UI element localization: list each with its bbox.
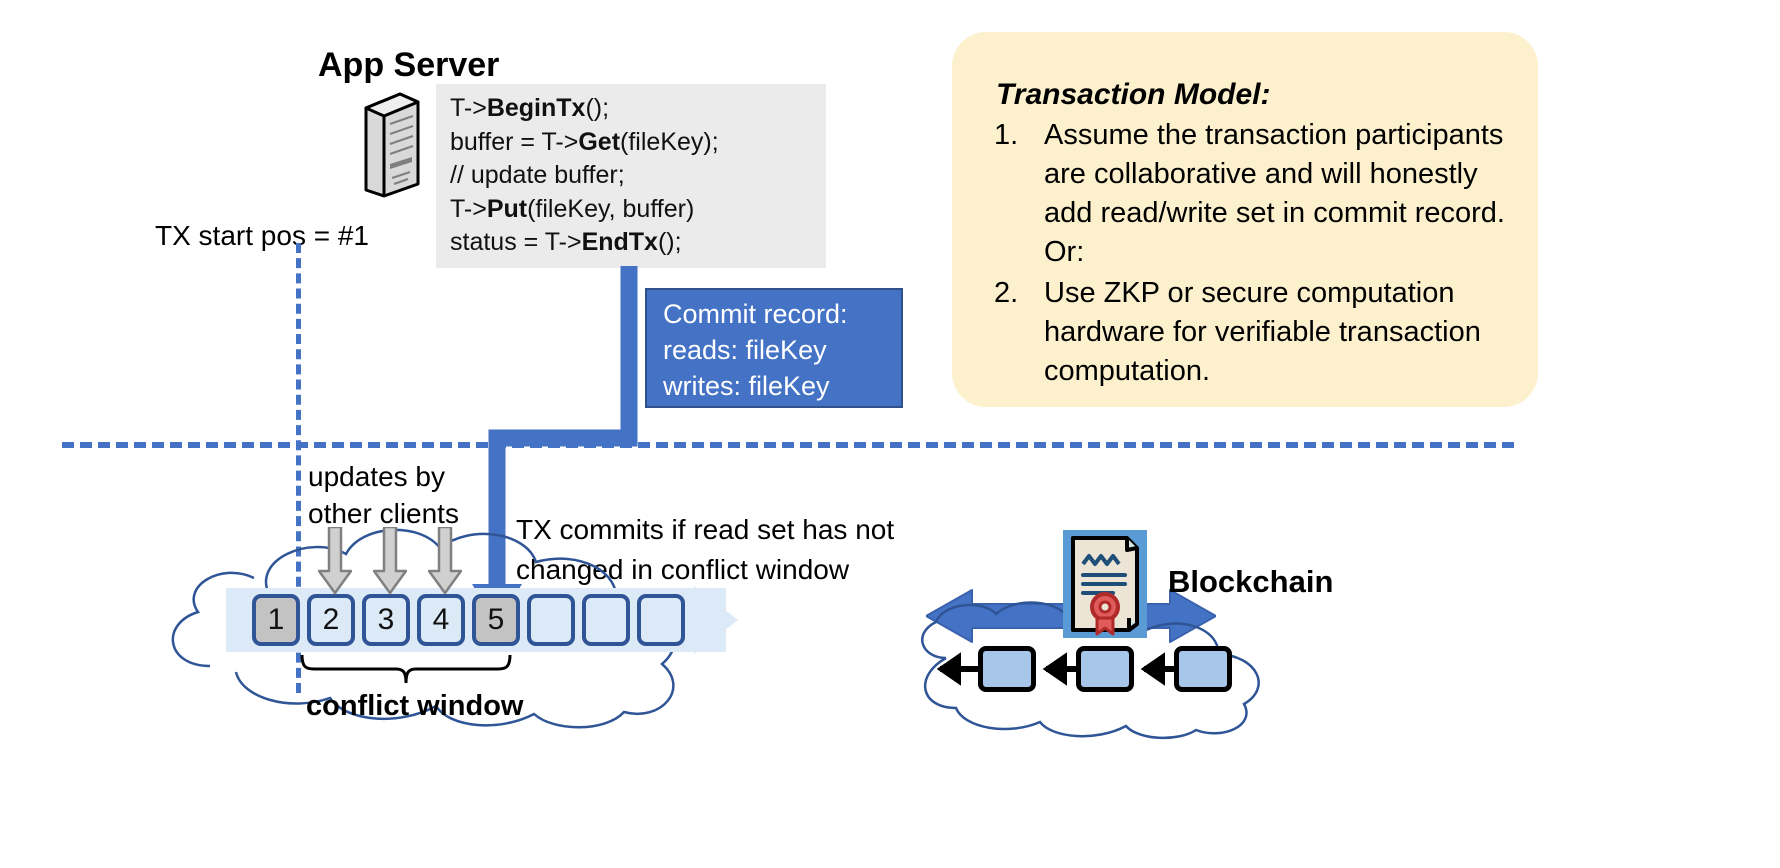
code-line-1: T->BeginTx(); [450, 92, 826, 126]
code-text: (fileKey); [620, 127, 719, 156]
commit-record-box: Commit record: reads: fileKey writes: fi… [645, 288, 903, 408]
code-text: (fileKey, buffer) [527, 194, 695, 223]
tx-start-dashed-line [296, 243, 301, 693]
transaction-model-item: 1. Assume the transaction participants a… [986, 116, 1508, 272]
tx-start-pos-label: TX start pos = #1 [155, 220, 369, 251]
code-line-5: status = T->EndTx(); [450, 226, 826, 260]
conflict-window-brace [300, 654, 512, 685]
chain-link-arrow-2 [1030, 652, 1082, 686]
ledger-cell-8[interactable] [637, 594, 685, 646]
transaction-model-box: Transaction Model: 1. Assume the transac… [952, 32, 1538, 407]
code-text: T-> [450, 194, 487, 223]
certificate-icon [1063, 530, 1147, 638]
transaction-model-list: 1. Assume the transaction participants a… [986, 116, 1508, 391]
code-text: (); [585, 94, 610, 122]
code-text: T-> [450, 94, 487, 122]
code-keyword: EndTx [581, 228, 658, 256]
commit-note-line1: TX commits if read set has not [516, 514, 895, 545]
tx-commit-condition-label: TX commits if read set has not changed i… [516, 510, 894, 590]
transaction-model-title: Transaction Model: [996, 78, 1271, 111]
transaction-model-item: 2. Use ZKP or secure computation hardwar… [986, 274, 1508, 391]
ledger-cell-2[interactable]: 2 [307, 594, 355, 646]
list-number: 2. [994, 277, 1019, 309]
server-tower-icon [360, 90, 424, 200]
ledger-cell-4[interactable]: 4 [417, 594, 465, 646]
code-text: buffer = T-> [450, 127, 579, 156]
update-arrow-2 [372, 525, 408, 595]
commit-record-line: writes: fileKey [663, 371, 830, 401]
chain-link-arrow-1 [918, 652, 982, 686]
code-line-2: buffer = T->Get(fileKey); [450, 126, 826, 160]
update-arrow-3 [427, 525, 463, 595]
conflict-window-label: conflict window [306, 690, 524, 722]
code-keyword: Get [578, 127, 621, 156]
commit-record-line: Commit record: [663, 299, 848, 329]
ledger-cell-5[interactable]: 5 [472, 594, 520, 646]
ledger-cell-6[interactable] [527, 594, 575, 646]
code-snippet-panel: T->BeginTx(); buffer = T->Get(fileKey); … [436, 84, 826, 268]
list-text: Assume the transaction participants are … [1044, 119, 1505, 268]
chain-link-arrow-3 [1128, 652, 1180, 686]
ledger-cell-3[interactable]: 3 [362, 594, 410, 646]
blockchain-block-3[interactable] [1174, 646, 1232, 692]
list-number: 1. [994, 119, 1019, 151]
app-server-title: App Server [318, 46, 500, 84]
blockchain-block-1[interactable] [978, 646, 1036, 692]
blockchain-title: Blockchain [1168, 564, 1334, 599]
code-text: (); [657, 228, 682, 256]
ledger-continuation-arrow [694, 586, 742, 654]
updates-by-other-clients-label: updates by other clients [308, 458, 459, 532]
code-text: status = T-> [450, 228, 582, 256]
updates-label-line1: updates by [308, 461, 445, 492]
ledger-cell-1[interactable]: 1 [252, 594, 300, 646]
code-text: // update buffer; [450, 161, 625, 189]
code-keyword: Put [486, 194, 528, 223]
blockchain-cloud-shape [900, 600, 1280, 740]
code-line-4: T->Put(fileKey, buffer) [450, 193, 826, 227]
trust-boundary-divider [62, 442, 1514, 448]
update-arrow-1 [317, 525, 353, 595]
commit-record-line: reads: fileKey [663, 335, 827, 365]
ledger-cell-7[interactable] [582, 594, 630, 646]
updates-label-line2: other clients [308, 498, 459, 529]
code-keyword: BeginTx [486, 94, 586, 122]
code-line-3: // update buffer; [450, 159, 826, 193]
blockchain-block-2[interactable] [1076, 646, 1134, 692]
list-text: Use ZKP or secure computation hardware f… [1044, 277, 1481, 387]
